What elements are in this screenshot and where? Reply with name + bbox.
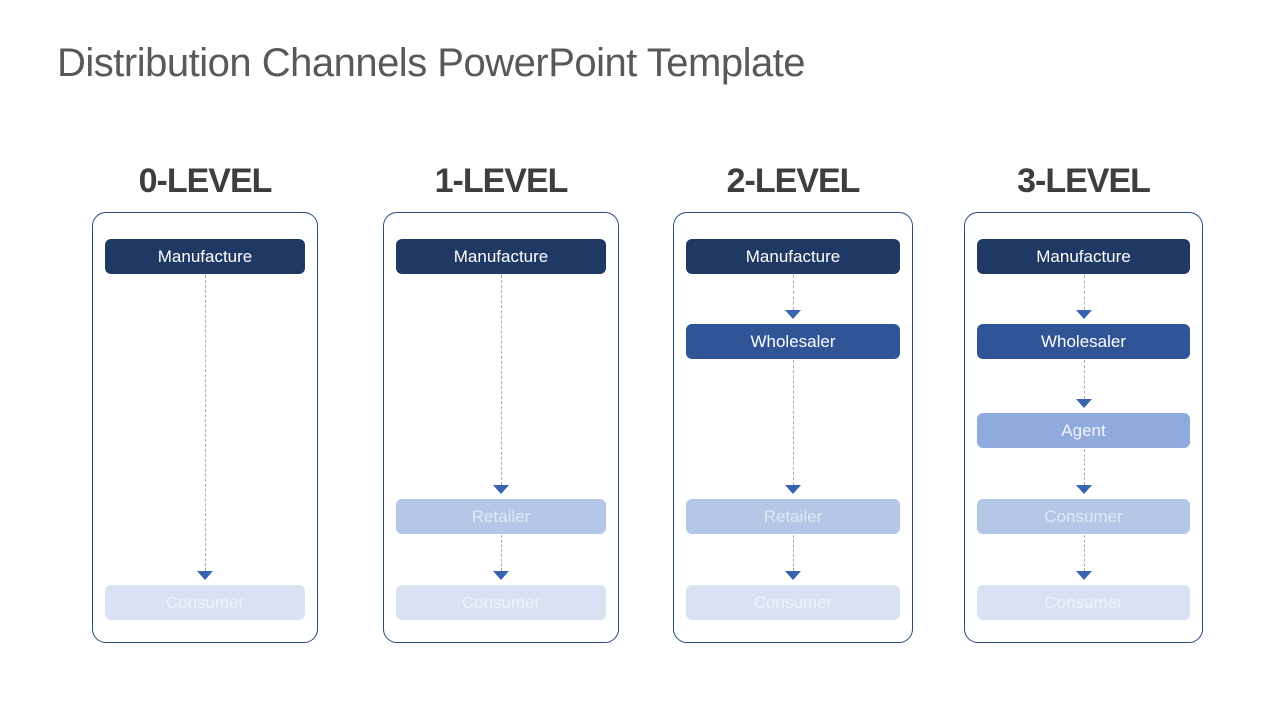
arrow-down-icon (493, 485, 509, 494)
arrow-down-icon (493, 571, 509, 580)
arrow-down-icon (1075, 485, 1092, 494)
level-box-consumer: Consumer (686, 585, 900, 620)
column-header: 3-LEVEL (1017, 162, 1151, 200)
level-box-consumer: Consumer (396, 585, 606, 620)
level-box-retailer: Retailer (396, 499, 606, 534)
arrow-down-icon (785, 571, 801, 580)
level-box-manufacture: Manufacture (686, 239, 900, 274)
level-box-consumer: Consumer (977, 585, 1190, 620)
level-box-manufacture: Manufacture (105, 239, 305, 274)
connector-line (501, 275, 502, 485)
connector-line (205, 275, 206, 571)
connector-line (793, 535, 794, 571)
arrow-down-icon (1075, 310, 1092, 319)
arrow-down-icon (1075, 399, 1092, 408)
arrow-down-icon (197, 571, 213, 580)
level-box-wholesaler: Wholesaler (686, 324, 900, 359)
column-header: 0-LEVEL (138, 162, 273, 200)
connector-line (1083, 535, 1085, 571)
level-box-wholesaler: Wholesaler (977, 324, 1190, 359)
level-box-consumer: Consumer (977, 499, 1190, 534)
slide-title: Distribution Channels PowerPoint Templat… (57, 41, 806, 85)
connector-line (1083, 449, 1085, 485)
connector-line (793, 275, 794, 310)
arrow-down-icon (785, 310, 801, 319)
level-box-manufacture: Manufacture (396, 239, 606, 274)
connector-line (793, 360, 794, 485)
column-header: 1-LEVEL (434, 162, 569, 200)
connector-line (1083, 275, 1085, 310)
level-box-consumer: Consumer (105, 585, 305, 620)
level-box-agent: Agent (977, 413, 1190, 448)
connector-line (1083, 360, 1085, 399)
arrow-down-icon (1075, 571, 1092, 580)
column-header: 2-LEVEL (726, 162, 861, 200)
connector-line (501, 535, 502, 571)
arrow-down-icon (785, 485, 801, 494)
level-box-retailer: Retailer (686, 499, 900, 534)
level-box-manufacture: Manufacture (977, 239, 1190, 274)
